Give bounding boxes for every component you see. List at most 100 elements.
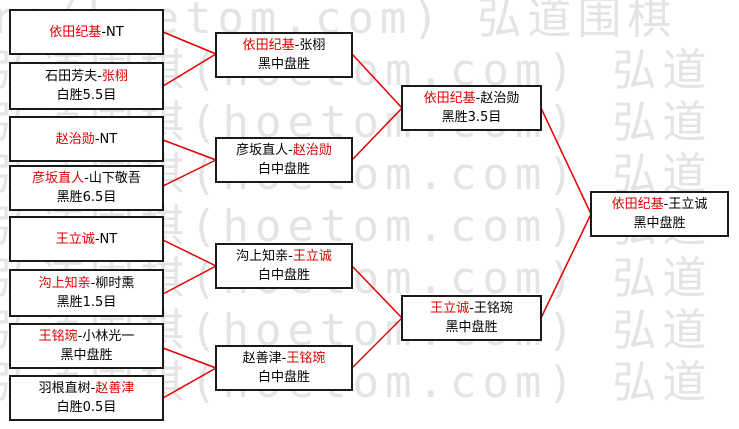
player: NT (106, 24, 124, 40)
player-winner: 王立诚 (55, 231, 95, 247)
match-result: 黑中盘胜 (257, 57, 310, 72)
match-result: 白中盘胜 (257, 162, 310, 177)
player: 王铭琬 (473, 301, 513, 316)
match-players: 彦坂直人-赵治勋 (236, 141, 332, 160)
match-result: 白胜0.5目 (56, 400, 117, 415)
match-result: 黑中盘胜 (445, 320, 498, 335)
match-result: 黑胜3.5目 (441, 110, 502, 125)
player: 石田芳夫 (45, 69, 98, 84)
bracket-line (162, 347, 217, 369)
bracket-line (162, 31, 217, 55)
bracket-line (162, 265, 217, 295)
player-winner: 依田纪基 (242, 38, 295, 53)
match-r1-3: 赵治勋-NT (9, 116, 164, 162)
match-players: 赵治勋-NT (56, 130, 117, 149)
separator: - (663, 197, 669, 212)
match-result: 黑中盘胜 (60, 348, 113, 363)
match-result: 白中盘胜 (257, 268, 310, 283)
separator: - (288, 143, 293, 158)
match-players: 石田芳夫-张栩 (45, 67, 128, 86)
player: 山下敬吾 (88, 171, 141, 186)
separator: - (281, 351, 287, 366)
player: 沟上知亲 (236, 249, 289, 264)
player: NT (99, 231, 118, 247)
match-result: 白胜5.5目 (56, 88, 117, 103)
bracket-line (162, 367, 217, 399)
match-players: 沟上知亲-王立诚 (236, 247, 332, 266)
bracket-line (162, 53, 217, 87)
bracket-line (540, 107, 592, 215)
match-r1-4: 彦坂直人-山下敬吾 黑胜6.5目 (9, 165, 164, 211)
player-winner: 依田纪基 (611, 197, 664, 212)
player-winner: 王立诚 (430, 301, 470, 316)
match-players: 依田纪基-赵治勋 (424, 89, 520, 108)
match-players: 王铭琬-小林光一 (39, 327, 135, 346)
match-result: 白中盘胜 (257, 370, 310, 385)
match-r2-3: 沟上知亲-王立诚 白中盘胜 (215, 243, 353, 289)
match-players: 王立诚-NT (56, 230, 117, 249)
player-winner: 彦坂直人 (32, 171, 85, 186)
match-players: 沟上知亲-柳时熏 (39, 274, 135, 293)
player: 赵治勋 (480, 91, 520, 106)
separator: - (288, 249, 293, 264)
bracket-line (162, 159, 217, 187)
match-players: 赵善津-王铭琬 (243, 349, 326, 368)
separator: - (469, 301, 474, 316)
match-r1-5: 王立诚-NT (9, 216, 164, 262)
separator: - (90, 381, 96, 396)
separator: - (101, 24, 107, 40)
match-r1-6: 沟上知亲-柳时熏 黑胜1.5目 (9, 269, 164, 317)
match-players: 羽根直树-赵善津 (39, 379, 135, 398)
separator: - (97, 69, 102, 84)
match-r1-8: 羽根直树-赵善津 白胜0.5目 (9, 375, 164, 421)
match-r3-2: 王立诚-王铭琬 黑中盘胜 (401, 295, 542, 341)
player: 小林光一 (82, 329, 135, 344)
separator: - (77, 329, 83, 344)
player: 柳时熏 (95, 276, 135, 291)
separator: - (475, 91, 481, 106)
match-r2-1: 依田纪基-张栩 黑中盘胜 (215, 32, 353, 78)
separator: - (94, 131, 100, 147)
bracket-line (351, 317, 403, 369)
match-players: 依田纪基-王立诚 (612, 195, 708, 214)
match-result: 黑胜1.5目 (56, 295, 117, 310)
player-winner: 赵善津 (95, 381, 135, 396)
player: NT (99, 131, 118, 147)
bracket-line (162, 239, 217, 267)
player-winner: 赵治勋 (292, 143, 332, 158)
player-winner: 沟上知亲 (38, 276, 91, 291)
player-winner: 王铭琬 (38, 329, 78, 344)
bracket-line (540, 213, 592, 319)
match-r1-1: 依田纪基-NT (9, 9, 164, 55)
player: 张栩 (299, 38, 326, 53)
player-winner: 王立诚 (292, 249, 332, 264)
match-r3-1: 依田纪基-赵治勋 黑胜3.5目 (401, 85, 542, 131)
bracket-line (351, 265, 403, 319)
bracket-line (162, 139, 217, 161)
player-winner: 张栩 (101, 69, 128, 84)
match-r1-2: 石田芳夫-张栩 白胜5.5目 (9, 62, 164, 110)
match-result: 黑胜6.5目 (56, 190, 117, 205)
bracket-line (351, 53, 403, 109)
bracket-line (351, 107, 403, 161)
player: 彦坂直人 (236, 143, 289, 158)
separator: - (94, 231, 100, 247)
player-winner: 依田纪基 (423, 91, 476, 106)
match-players: 王立诚-王铭琬 (430, 299, 513, 318)
player: 赵善津 (242, 351, 282, 366)
match-final: 依田纪基-王立诚 黑中盘胜 (590, 191, 729, 237)
match-players: 依田纪基-NT (49, 23, 123, 42)
match-players: 彦坂直人-山下敬吾 (32, 169, 141, 188)
separator: - (90, 276, 96, 291)
match-r1-7: 王铭琬-小林光一 黑中盘胜 (9, 323, 164, 369)
player: 羽根直树 (38, 381, 91, 396)
match-r2-2: 彦坂直人-赵治勋 白中盘胜 (215, 137, 353, 183)
separator: - (84, 171, 89, 186)
player-winner: 依田纪基 (49, 24, 102, 40)
match-result: 黑中盘胜 (633, 216, 686, 231)
player-winner: 赵治勋 (55, 131, 95, 147)
match-players: 依田纪基-张栩 (243, 36, 326, 55)
player-winner: 王铭琬 (286, 351, 326, 366)
separator: - (294, 38, 300, 53)
